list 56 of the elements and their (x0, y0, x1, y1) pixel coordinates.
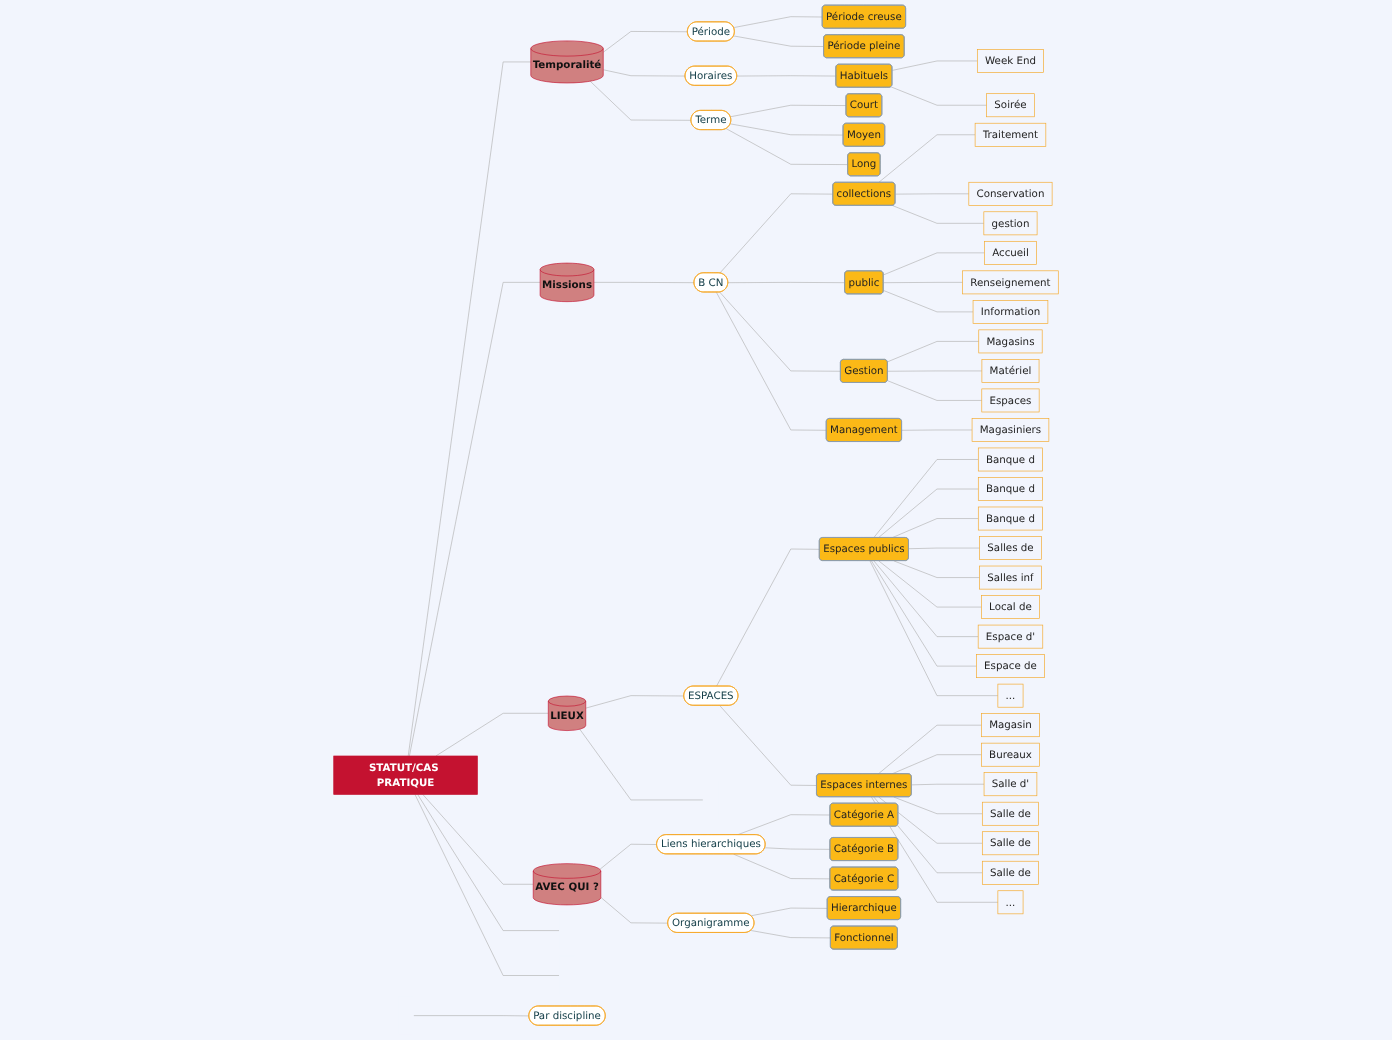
connector-line (716, 292, 827, 431)
connector-line (893, 796, 983, 815)
connector-line (412, 1015, 530, 1017)
connector-line (877, 488, 979, 539)
connector-line (733, 35, 825, 47)
connector-line (911, 783, 985, 786)
connector-line (589, 80, 692, 121)
connector-line (893, 560, 980, 578)
connector-line (602, 69, 686, 77)
connector-line (890, 86, 987, 106)
connector-line (736, 814, 831, 836)
connector-line (435, 712, 549, 757)
connector-line (750, 930, 832, 939)
connector-line (716, 548, 820, 687)
connector-line (883, 252, 985, 276)
connector-line (908, 547, 980, 550)
connector-line (892, 205, 985, 224)
connector-line (725, 128, 849, 165)
connector-line (891, 754, 982, 775)
connector-line (407, 61, 532, 757)
connector-line (891, 518, 979, 539)
connector-line (600, 897, 669, 924)
connector-line (750, 907, 828, 917)
connector-line (736, 75, 837, 77)
connector-line (602, 31, 688, 53)
connector-line (422, 794, 534, 885)
connector-line (730, 123, 844, 136)
connector-line (887, 380, 983, 401)
connector-line (719, 193, 834, 274)
connector-line (887, 341, 980, 363)
connector-line (733, 16, 823, 28)
connector-line (409, 282, 541, 757)
connector-line (871, 560, 977, 667)
connector-line (877, 724, 982, 775)
connector-line (878, 796, 983, 844)
connector-line (891, 60, 978, 71)
connector-line (719, 705, 818, 786)
connector-line (873, 560, 979, 637)
connector-line (417, 794, 560, 931)
connector-line (727, 282, 846, 283)
connector-line (895, 193, 970, 195)
connector-line (599, 843, 658, 870)
connector-line (878, 134, 976, 183)
connector-line (883, 282, 963, 283)
connector-line (733, 853, 831, 880)
connector-line (878, 560, 982, 608)
connector-line (585, 695, 685, 709)
connector-line (883, 290, 974, 313)
connector-line (764, 847, 831, 850)
connector-line (869, 560, 999, 696)
connector-line (579, 728, 704, 801)
connector-line (719, 291, 842, 372)
connector-line (593, 282, 695, 283)
connector-line (414, 794, 560, 976)
connector-line (730, 104, 847, 118)
connector-line (873, 459, 979, 539)
